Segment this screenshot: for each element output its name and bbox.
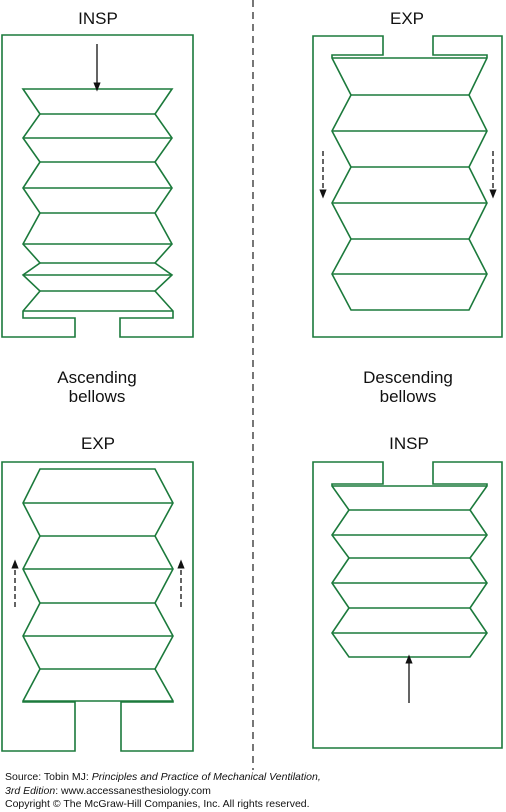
ascending-caption-line1: Ascending bbox=[57, 368, 136, 387]
bottom-right-label: INSP bbox=[389, 434, 429, 453]
ascending-bellows-exp bbox=[1, 461, 194, 752]
housing-outline bbox=[312, 35, 503, 338]
descending-caption-line1: Descending bbox=[363, 368, 453, 387]
bellows-diagram: INSP EXP EXP INSP Ascending bellows Desc… bbox=[1, 0, 503, 770]
descending-caption-line2: bellows bbox=[380, 387, 437, 406]
copyright-line: Copyright © The McGraw-Hill Companies, I… bbox=[5, 798, 310, 810]
descending-bellows-exp bbox=[312, 35, 503, 338]
source-credit: Source: Tobin MJ: Principles and Practic… bbox=[5, 771, 321, 812]
top-left-label: INSP bbox=[78, 9, 118, 28]
descending-bellows-insp bbox=[312, 461, 503, 749]
source-line-2: 3rd Edition: www.accessanesthesiology.co… bbox=[5, 784, 211, 797]
top-right-label: EXP bbox=[390, 9, 424, 28]
housing-outline bbox=[1, 461, 194, 752]
housing-outline bbox=[312, 461, 503, 749]
bottom-left-label: EXP bbox=[81, 434, 115, 453]
source-line-1: Source: Tobin MJ: Principles and Practic… bbox=[5, 771, 321, 783]
ascending-caption-line2: bellows bbox=[69, 387, 126, 406]
ascending-bellows-insp bbox=[1, 34, 194, 338]
